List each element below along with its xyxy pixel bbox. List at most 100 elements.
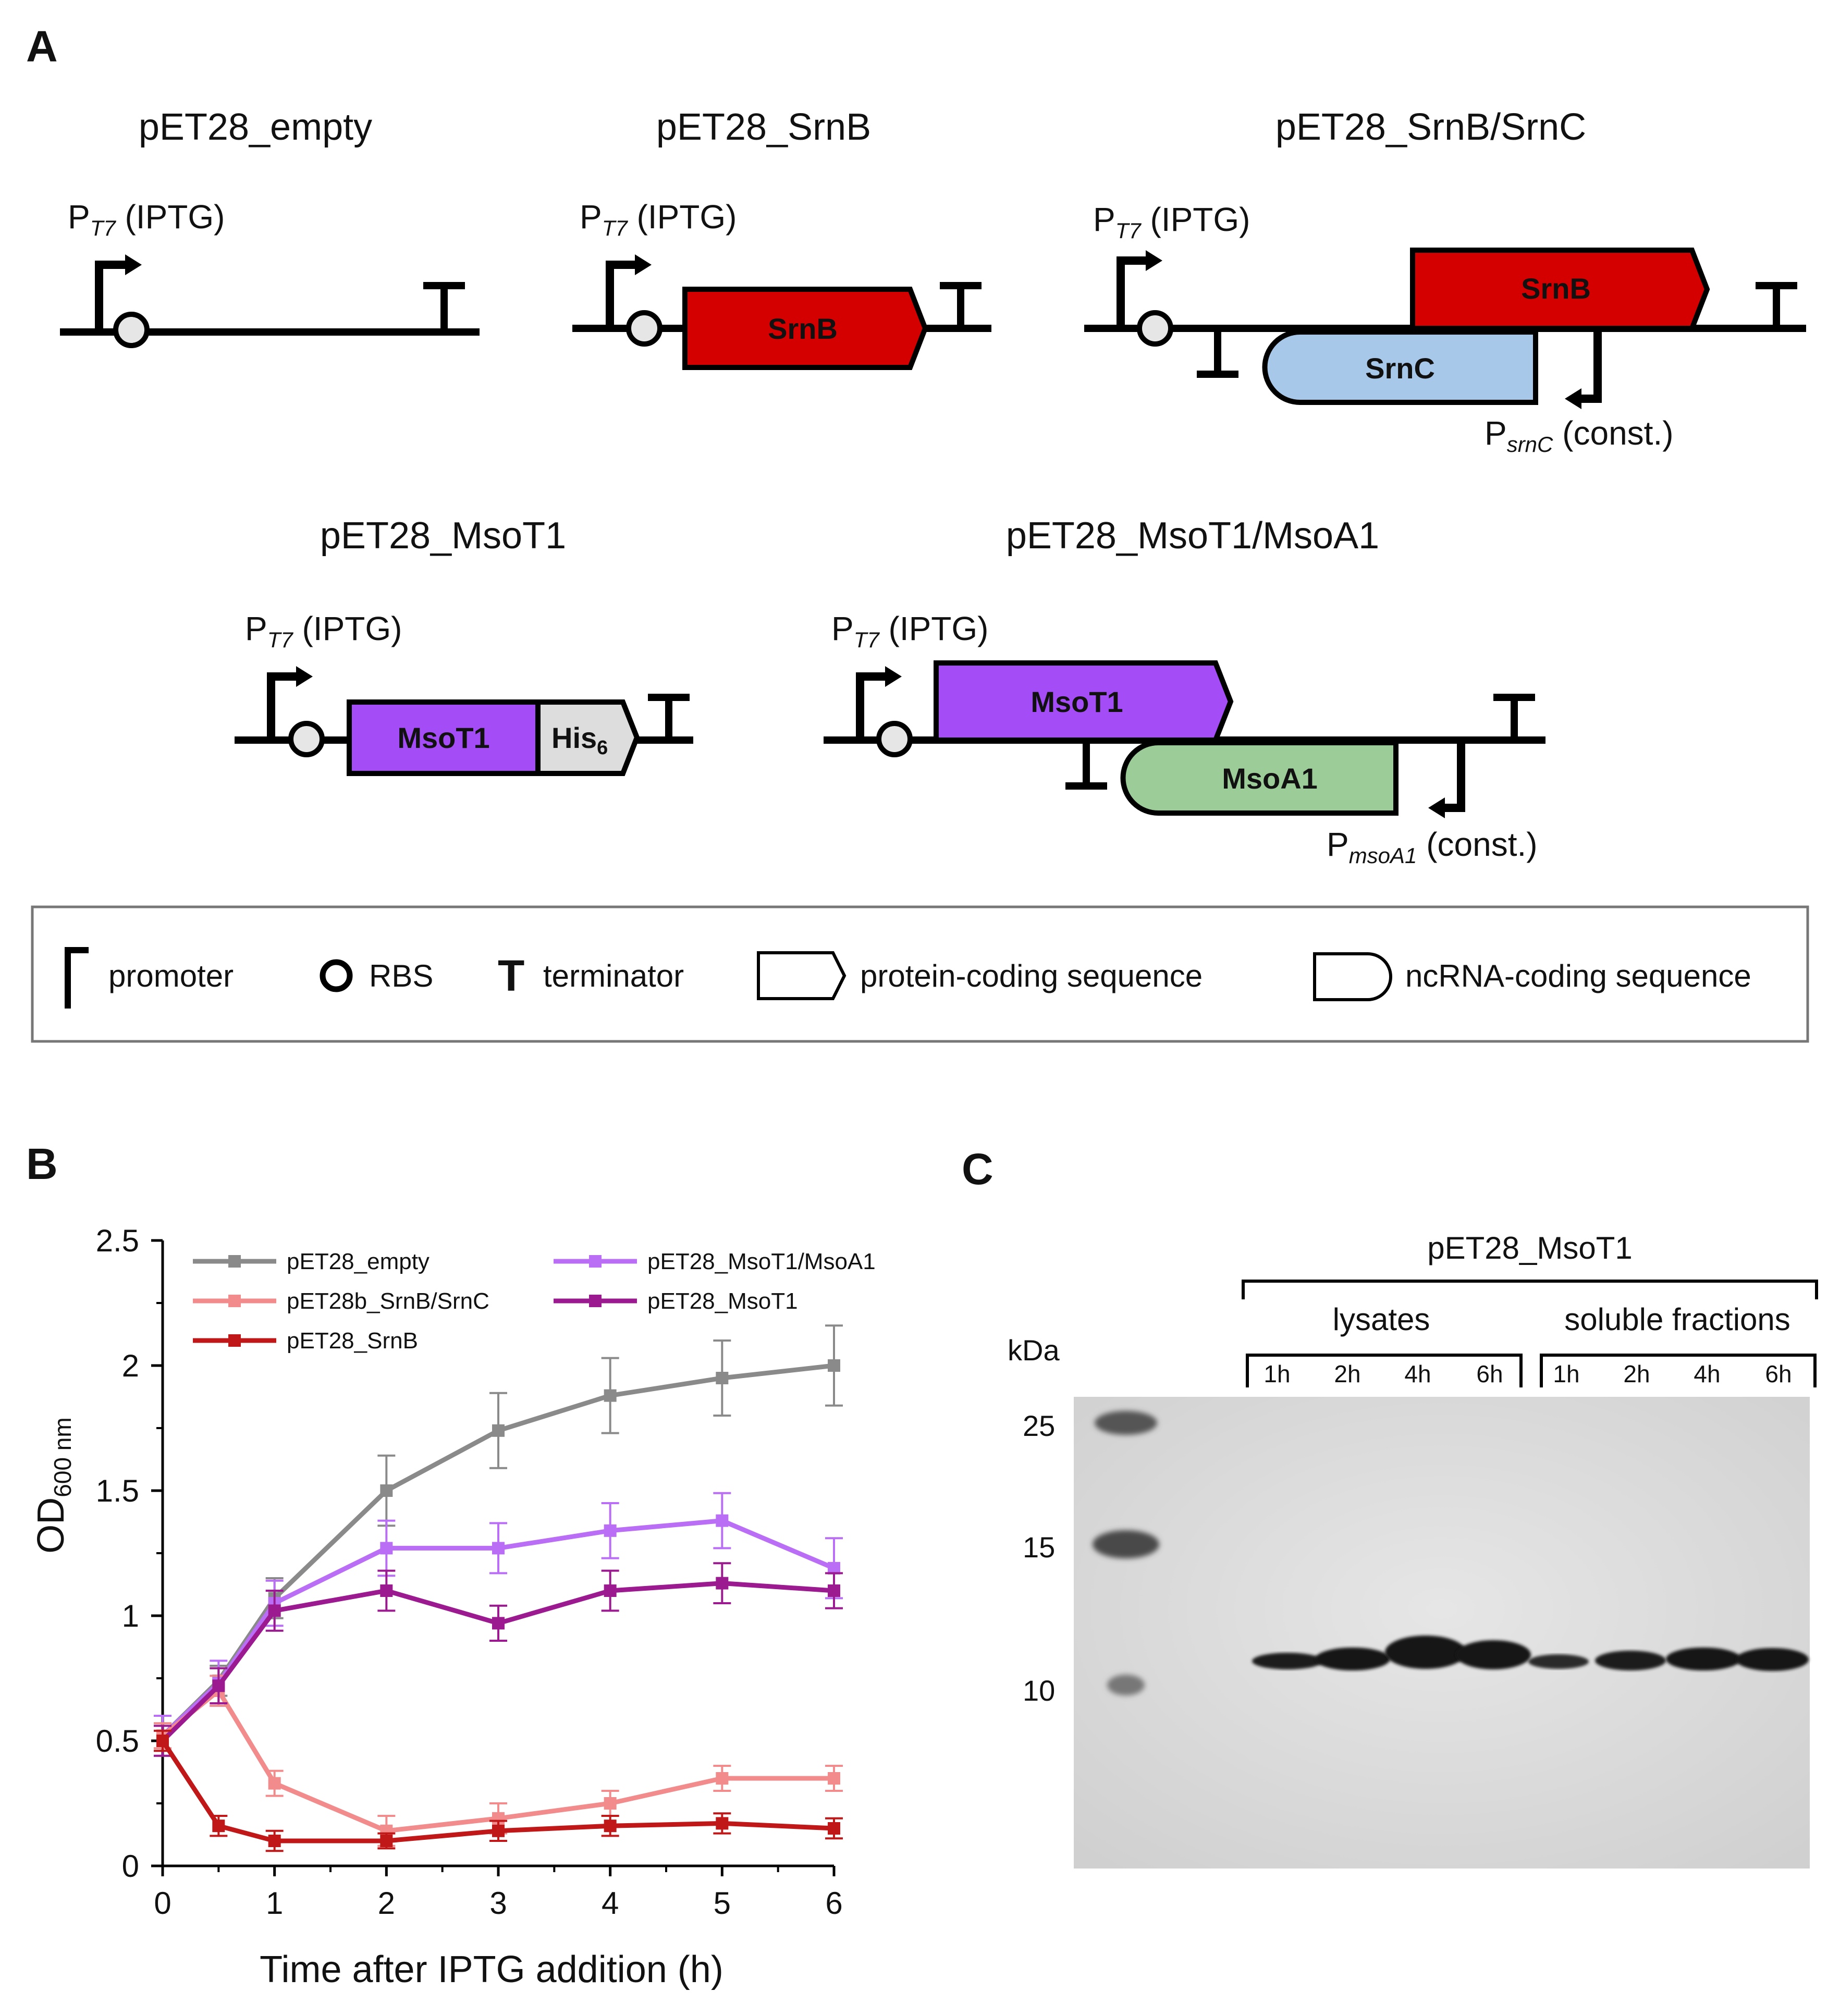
legend-promoter-label: promoter bbox=[108, 958, 234, 993]
legend-entry-label: pET28_SrnB bbox=[287, 1328, 418, 1354]
y-tick-label: 0 bbox=[122, 1849, 139, 1884]
marker-25: 25 bbox=[1023, 1409, 1055, 1442]
promoter-icon bbox=[606, 261, 636, 328]
lane-label: 6h bbox=[1765, 1360, 1792, 1387]
y-tick-label: 1.5 bbox=[96, 1473, 139, 1508]
lane-label: 4h bbox=[1694, 1360, 1720, 1387]
data-point bbox=[604, 1797, 617, 1810]
rbs-icon bbox=[113, 312, 150, 348]
blot-bracket bbox=[1242, 1280, 1818, 1299]
group-label-lysates: lysates bbox=[1333, 1302, 1430, 1337]
construct-title: pET28_MsoT1/MsoA1 bbox=[1006, 515, 1379, 557]
reverse-promoter-icon bbox=[1580, 328, 1602, 403]
legend-swatch-marker bbox=[589, 1295, 602, 1307]
data-point bbox=[828, 1772, 840, 1785]
construct-msot1-msoa1: pET28_MsoT1/MsoA1 PT7 (IPTG) MsoT1 MsoA1… bbox=[824, 515, 1545, 868]
band-soluble-1h bbox=[1528, 1654, 1589, 1669]
data-point bbox=[604, 1584, 617, 1597]
band-lysate-6h bbox=[1456, 1640, 1531, 1669]
msot1-gene-icon bbox=[347, 699, 541, 776]
srnb-gene-icon bbox=[682, 287, 928, 370]
msot1-gene-icon bbox=[934, 660, 1234, 743]
promoter-icon bbox=[65, 947, 89, 1009]
ladder-band-25 bbox=[1095, 1411, 1157, 1435]
promoter-arrowhead-icon bbox=[125, 254, 142, 275]
srnb-gene-icon bbox=[1410, 248, 1710, 331]
promoter-icon bbox=[267, 672, 297, 740]
data-point bbox=[492, 1824, 505, 1837]
terminator-icon bbox=[648, 694, 690, 740]
promoter-arrowhead-icon bbox=[296, 666, 313, 687]
group-label-soluble: soluble fractions bbox=[1564, 1302, 1790, 1337]
promoter-label: PmsoA1 (const.) bbox=[1327, 826, 1538, 868]
promoter-arrowhead-icon bbox=[1146, 250, 1162, 271]
legend-ncrna-label: ncRNA-coding sequence bbox=[1405, 958, 1751, 993]
promoter-label: PT7 (IPTG) bbox=[245, 610, 402, 652]
gene-label: MsoT1 bbox=[397, 721, 489, 754]
y-tick-label: 2.5 bbox=[96, 1223, 139, 1258]
soluble-bracket bbox=[1540, 1354, 1817, 1387]
x-tick-label: 3 bbox=[489, 1886, 507, 1921]
data-point bbox=[212, 1820, 225, 1833]
band-lysate-4h bbox=[1385, 1636, 1466, 1669]
promoter-icon bbox=[95, 261, 126, 332]
growth-chart: OD600 nm Time after IPTG addition (h) 00… bbox=[30, 1223, 876, 1990]
data-point bbox=[492, 1617, 505, 1630]
rbs-icon bbox=[1137, 310, 1173, 347]
gene-label: MsoT1 bbox=[1031, 685, 1123, 718]
data-point bbox=[268, 1777, 281, 1790]
lane-label: 2h bbox=[1623, 1360, 1650, 1387]
band-lysate-1h bbox=[1252, 1653, 1323, 1669]
data-point bbox=[828, 1584, 840, 1597]
legend-entry-label: pET28_empty bbox=[287, 1249, 430, 1274]
ncrna-coding-icon bbox=[1313, 952, 1392, 1001]
data-point bbox=[604, 1524, 617, 1537]
data-point bbox=[380, 1835, 393, 1847]
panel-label-a: A bbox=[26, 22, 58, 71]
reverse-arrowhead-icon bbox=[1428, 797, 1445, 818]
lane-label: 6h bbox=[1476, 1360, 1503, 1387]
msoa1-ncrna-icon bbox=[1120, 740, 1399, 816]
legend-terminator-label: terminator bbox=[543, 958, 684, 993]
terminator-icon: T bbox=[498, 951, 524, 1000]
panel-label-c: C bbox=[962, 1145, 993, 1194]
legend-entry-label: pET28b_SrnB/SrnC bbox=[287, 1288, 489, 1314]
promoter-label: PT7 (IPTG) bbox=[1093, 201, 1250, 243]
data-point bbox=[380, 1584, 393, 1597]
blot-membrane bbox=[1074, 1397, 1810, 1869]
promoter-icon bbox=[1117, 256, 1147, 328]
series-pet28-msot1 bbox=[154, 1562, 843, 1757]
data-point bbox=[716, 1577, 729, 1590]
promoter-arrowhead-icon bbox=[885, 666, 902, 687]
his-tag-label: His6 bbox=[551, 721, 608, 759]
data-point bbox=[604, 1820, 617, 1833]
terminator-icon bbox=[1197, 328, 1238, 378]
protein-coding-icon bbox=[757, 951, 847, 1000]
data-point bbox=[716, 1372, 729, 1384]
band-soluble-2h bbox=[1595, 1651, 1666, 1670]
legend-protein-label: protein-coding sequence bbox=[860, 958, 1203, 993]
marker-15: 15 bbox=[1023, 1531, 1055, 1564]
gene-label: SrnB bbox=[1521, 272, 1591, 305]
y-axis-label: OD600 nm bbox=[30, 1417, 76, 1553]
rbs-icon bbox=[288, 721, 325, 757]
y-tick-label: 1 bbox=[122, 1599, 139, 1633]
data-point bbox=[828, 1359, 840, 1372]
data-point bbox=[380, 1484, 393, 1497]
ladder-band-15 bbox=[1093, 1530, 1159, 1558]
ladder-band-10 bbox=[1107, 1675, 1145, 1695]
terminator-icon bbox=[1065, 740, 1107, 790]
symbol-legend: promoter RBS T terminator protein-coding… bbox=[31, 905, 1809, 1043]
blot-title: pET28_MsoT1 bbox=[1427, 1231, 1633, 1265]
kda-label: kDa bbox=[1008, 1334, 1060, 1367]
data-point bbox=[828, 1822, 840, 1835]
gene-label: SrnC bbox=[1365, 352, 1435, 385]
construct-empty: pET28_empty PT7 (IPTG) bbox=[60, 106, 480, 348]
construct-msot1: pET28_MsoT1 PT7 (IPTG) MsoT1 His6 bbox=[235, 515, 693, 776]
legend-swatch-marker bbox=[228, 1334, 241, 1347]
reverse-arrowhead-icon bbox=[1565, 388, 1581, 409]
his-tag-icon bbox=[535, 699, 640, 776]
y-tick-label: 0.5 bbox=[96, 1724, 139, 1759]
data-point bbox=[268, 1604, 281, 1617]
